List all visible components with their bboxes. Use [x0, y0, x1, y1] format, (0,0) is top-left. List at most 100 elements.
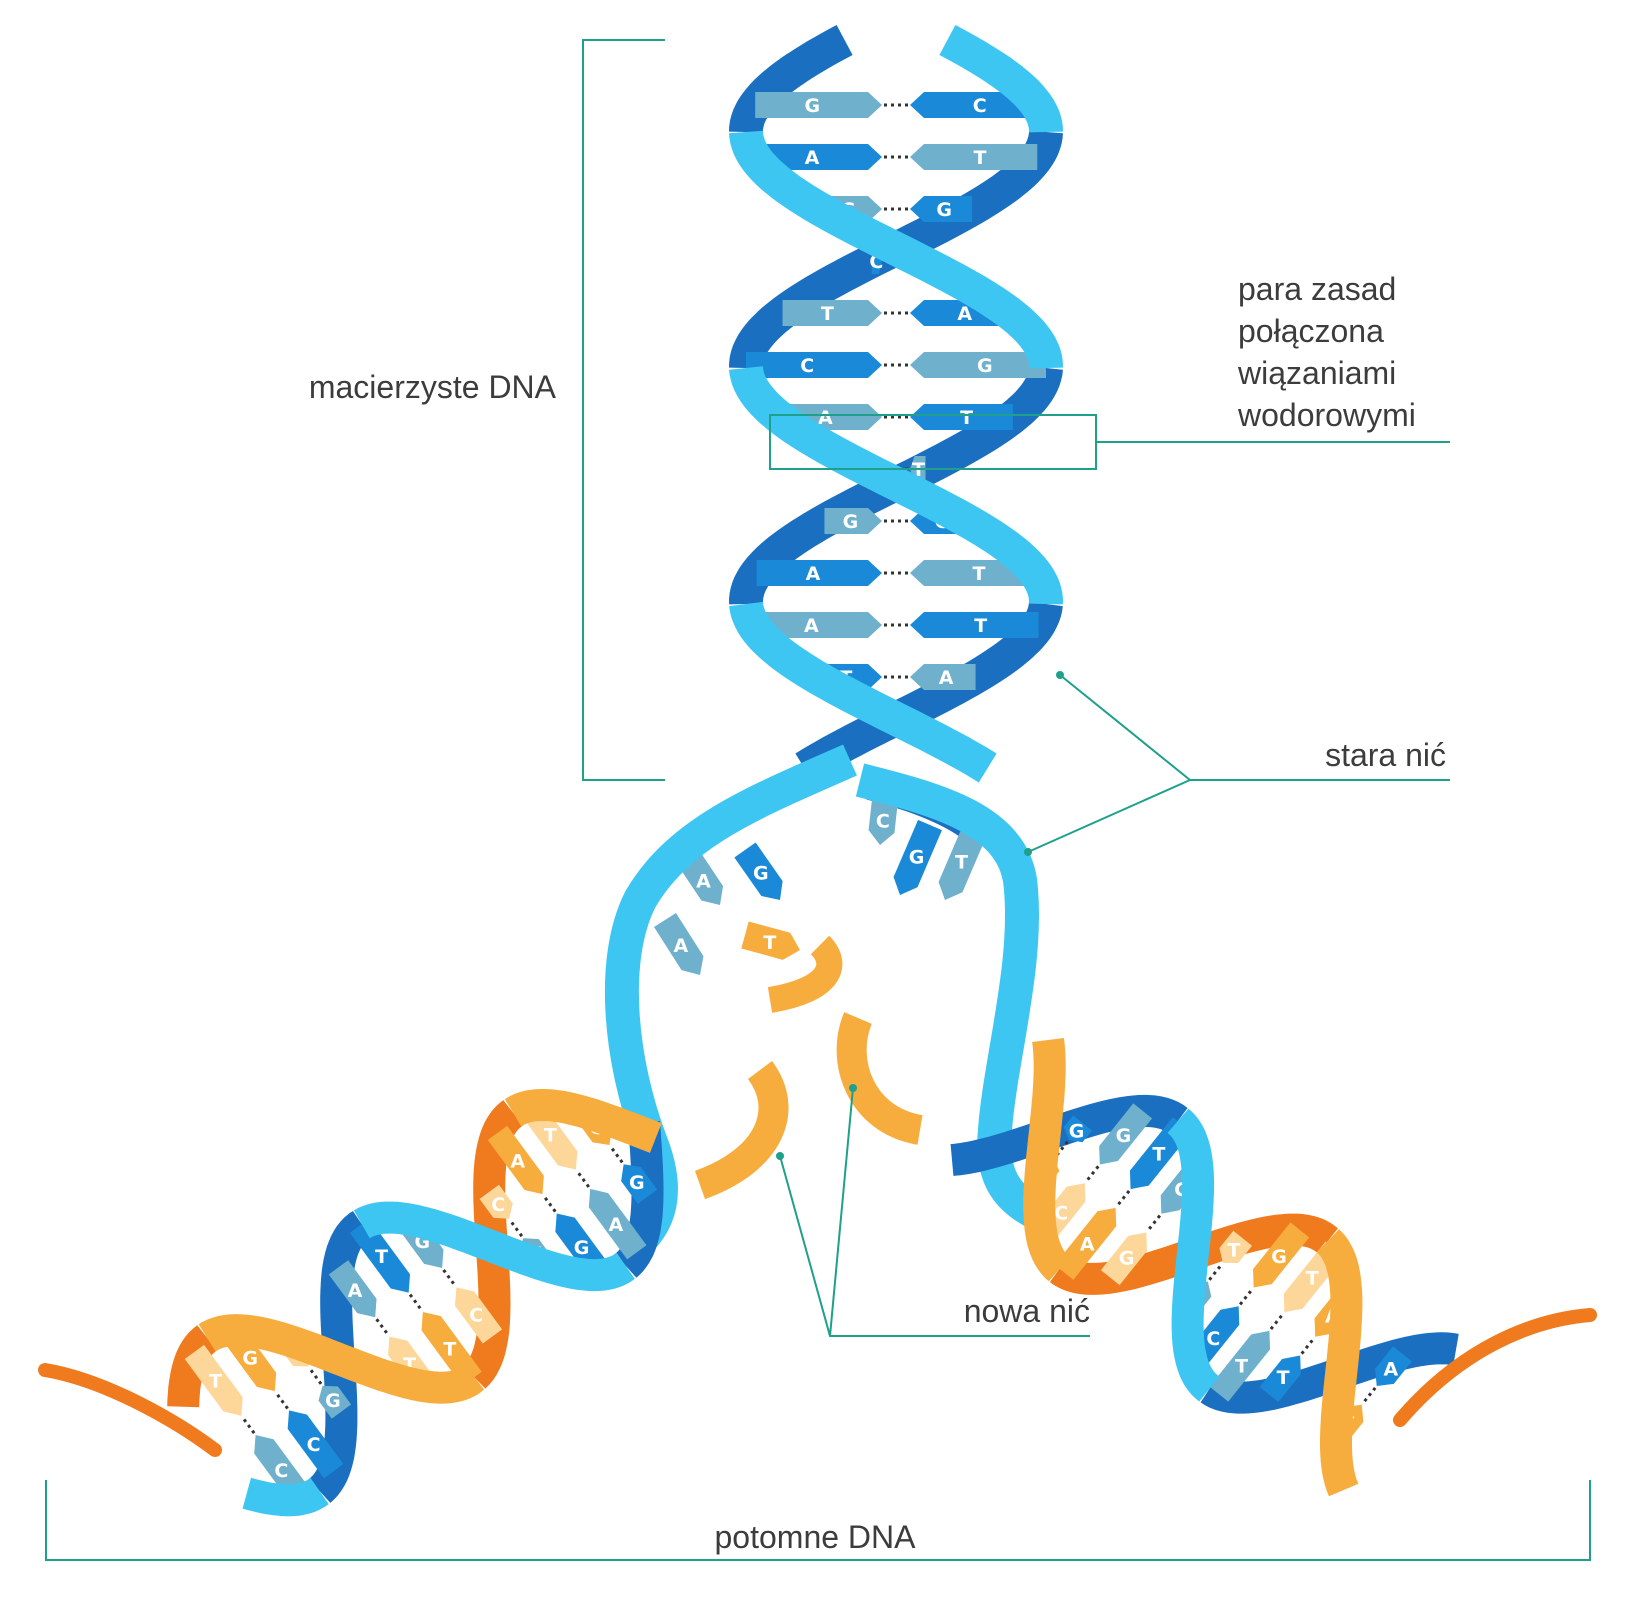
- ld-old-base-11: [621, 1164, 658, 1204]
- right-daughter-front-strand: [1023, 1029, 1363, 1502]
- ld-old-base-4: [328, 1260, 377, 1318]
- parent-base-left-1-letter: A: [805, 147, 820, 169]
- parent-base-right-9-letter: T: [973, 563, 986, 585]
- rd-old-base-1: [1063, 1115, 1092, 1143]
- base-pair-label-line-1: para zasad: [1238, 271, 1396, 307]
- parent-strand-a-front-segment: [729, 355, 1063, 617]
- hydrogen-bond: [1208, 1263, 1223, 1281]
- base-pair-highlight: [769, 414, 1450, 470]
- parent-base-right-1: [910, 144, 1038, 170]
- fork-right-base-1-letter: G: [909, 847, 925, 869]
- parent-base-left-9: [756, 560, 882, 586]
- old-strand-leader: [1024, 671, 1450, 856]
- parent-base-right-0-letter: C: [973, 95, 987, 117]
- rd-new-base-3-letter: A: [1080, 1233, 1095, 1255]
- hydrogen-bond: [542, 1195, 557, 1213]
- parent-strand-b-back-segment: [729, 25, 855, 145]
- ld-old-base-10: [588, 1188, 647, 1260]
- fork-right-base-2: [938, 824, 987, 900]
- rd-old-base-2: [1099, 1103, 1153, 1165]
- ld-old-base-1-letter: C: [307, 1434, 321, 1456]
- fork-left-base-2-letter: A: [673, 935, 688, 957]
- parent-base-left-10: [753, 612, 882, 638]
- parent-base-left-10-letter: A: [804, 615, 819, 637]
- rd-old-base-11-letter: A: [1384, 1358, 1399, 1380]
- ld-new-base-6-letter: C: [469, 1304, 483, 1326]
- parent-base-right-5: [910, 352, 1046, 378]
- ld-old-base-10-letter: A: [608, 1214, 623, 1236]
- ld-new-base-6: [454, 1287, 503, 1344]
- hydrogen-bond: [1146, 1214, 1162, 1232]
- rd-new-base-7-letter: G: [1271, 1246, 1287, 1268]
- parent-base-left-4-letter: T: [821, 303, 834, 325]
- new-strand-label: nowa nić: [964, 1293, 1090, 1329]
- parent-dna-bracket: [582, 39, 665, 781]
- daughter-dna-label: potomne DNA: [715, 1519, 917, 1555]
- hydrogen-bond: [1115, 1190, 1131, 1207]
- fork-left-base-0-letter: A: [696, 870, 711, 892]
- parent-base-right-6: [910, 404, 1013, 430]
- rd-old-base-7-letter: C: [1206, 1328, 1220, 1350]
- ld-new-strand-front-segment: [500, 1089, 665, 1153]
- fork-old-strand-right: [855, 763, 1048, 1231]
- parent-strand-b-front-segment: [729, 119, 1063, 381]
- rd-new-base-8-letter: T: [1306, 1267, 1319, 1289]
- hydrogen-bond: [275, 1392, 289, 1410]
- hydrogen-bond: [609, 1145, 624, 1164]
- ld-old-strand-back-segment: [612, 1113, 664, 1280]
- ld-new-base-1-letter: G: [242, 1348, 258, 1370]
- parent-base-left-1: [754, 144, 882, 170]
- hydrogen-bond: [1238, 1288, 1254, 1306]
- hydrogen-bond: [576, 1170, 590, 1188]
- ld-old-base-9-letter: G: [574, 1237, 590, 1259]
- daughter-dna-bracket: [45, 1480, 1591, 1561]
- rd-old-base-1-letter: G: [1069, 1121, 1085, 1143]
- rd-new-base-6: [1219, 1230, 1253, 1264]
- ld-new-base-9-letter: A: [510, 1151, 525, 1173]
- parent-dna-label: macierzyste DNA: [309, 369, 557, 405]
- parent-base-left-8-letter: G: [843, 511, 859, 533]
- ld-old-base-0-letter: C: [274, 1460, 288, 1482]
- left-daughter-back-strand: [38, 1099, 664, 1505]
- fork-left-base-2: [654, 913, 704, 975]
- hydrogen-bond: [442, 1269, 457, 1287]
- rd-old-base-9-letter: T: [1277, 1367, 1290, 1389]
- rd-old-base-11: [1375, 1346, 1412, 1387]
- base-pair-label: para zasad połączona wiązaniami wodorowy…: [1237, 271, 1416, 433]
- rd-old-strand-front-segment: [1165, 1107, 1223, 1403]
- hydrogen-bond: [1269, 1313, 1285, 1330]
- new-strand-leader: [776, 1084, 1090, 1337]
- ld-new-base-0: [184, 1344, 243, 1416]
- ld-new-strand-front-segment: [194, 1314, 488, 1404]
- parent-base-right-10: [910, 612, 1039, 638]
- ld-new-base-5-letter: T: [443, 1339, 456, 1361]
- base-pair-label-line-2: połączona: [1238, 313, 1384, 349]
- parent-base-right-10-letter: T: [974, 615, 987, 637]
- fork-right-base-2-letter: T: [955, 852, 968, 874]
- parent-strand-b-front-segment: [729, 591, 999, 783]
- parent-base-right-0: [910, 92, 1037, 118]
- hydrogen-bond: [408, 1293, 423, 1311]
- rd-new-base-2-letter: C: [1054, 1203, 1068, 1225]
- parent-front-strand: [729, 25, 1063, 783]
- rd-new-base-3: [1054, 1207, 1117, 1280]
- ld-old-base-1: [287, 1410, 344, 1479]
- ld-old-base-5-letter: T: [375, 1246, 388, 1268]
- fork-new-strand-left: [694, 1061, 789, 1200]
- parent-base-right-4-letter: A: [957, 303, 972, 325]
- parent-base-right-1-letter: T: [974, 147, 987, 169]
- ld-old-base-5: [349, 1218, 411, 1293]
- parent-base-right-11: [910, 664, 976, 690]
- parent-strand-a-front-segment: [937, 25, 1063, 145]
- left-daughter-front-strand: [194, 1089, 665, 1517]
- old-strand-label: stara nić: [1325, 737, 1446, 773]
- fork-left-base-1-letter: G: [753, 863, 769, 885]
- parent-base-left-5-letter: C: [800, 355, 814, 377]
- fork-new-strand-right: [836, 1012, 924, 1145]
- parent-base-right-5-letter: G: [977, 355, 993, 377]
- ld-new-base-10-letter: T: [544, 1125, 557, 1147]
- free-nucleotide: [741, 921, 800, 960]
